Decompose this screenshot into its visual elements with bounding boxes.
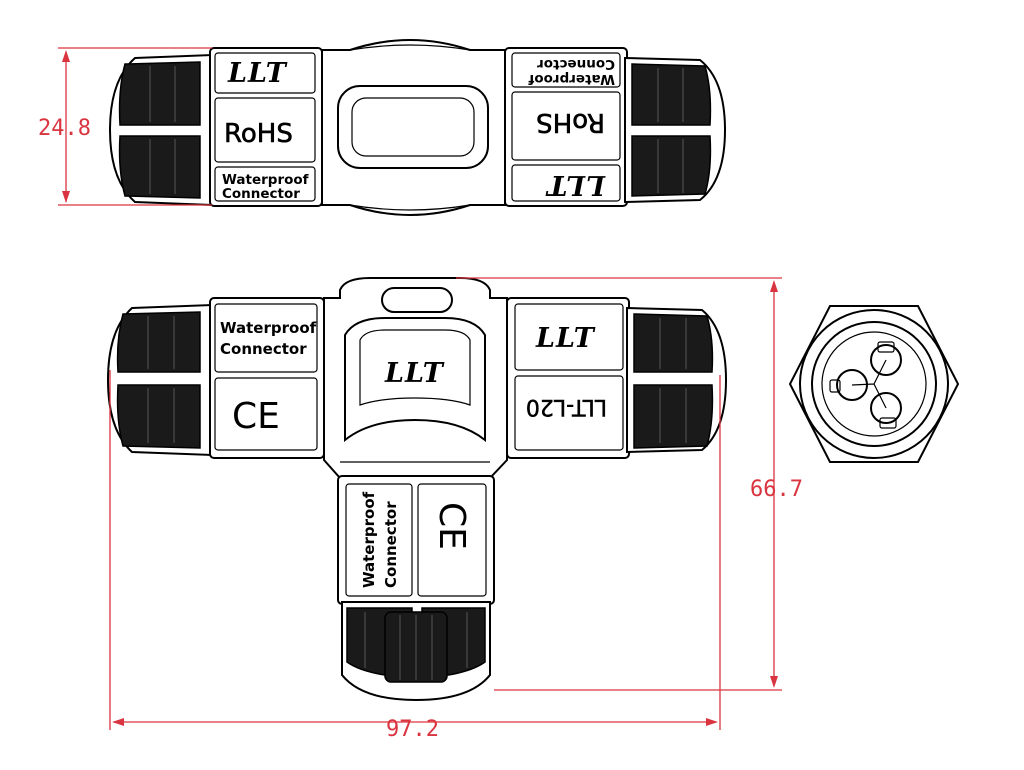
front-view: Waterproof Connector CE LLT LLT LLT-L20 xyxy=(106,277,728,702)
dimension-label-66-7: 66.7 xyxy=(750,477,803,502)
front-bottom-waterproof-label: Waterproof xyxy=(360,491,378,588)
front-right-model-label: LLT-L20 xyxy=(526,394,607,419)
dimension-width-total: 97.2 xyxy=(109,370,721,742)
top-right-rohs-label: RoHS xyxy=(536,107,605,137)
dimension-height-top: 24.8 xyxy=(38,47,212,206)
front-bottom-ce-mark: CE xyxy=(431,502,472,550)
top-right-connector-label: Connector xyxy=(537,56,615,72)
top-left-brand-logo: LLT xyxy=(227,58,288,89)
front-left-nut xyxy=(116,311,201,449)
top-left-connector-label: Connector xyxy=(222,186,300,202)
top-left-waterproof-label: Waterproof xyxy=(222,172,309,188)
top-left-rohs-label: RoHS xyxy=(224,119,293,149)
top-view: LLT RoHS Waterproof Connector Waterproof… xyxy=(108,39,727,216)
top-center-window xyxy=(337,85,489,169)
front-right-nut xyxy=(633,313,714,449)
end-view xyxy=(788,305,960,463)
dimension-label-24-8: 24.8 xyxy=(38,116,91,141)
top-right-nut xyxy=(631,63,712,197)
dimension-height-total: 66.7 xyxy=(456,277,803,691)
front-right-brand-logo: LLT xyxy=(535,323,596,354)
end-view-contacts xyxy=(829,341,902,429)
front-top-latch xyxy=(381,287,453,313)
top-right-waterproof-label: Waterproof xyxy=(528,71,615,87)
dimension-label-97-2: 97.2 xyxy=(386,717,439,742)
top-right-brand-logo: LLT xyxy=(545,169,606,200)
front-right-housing xyxy=(506,297,630,459)
front-center-shield xyxy=(344,317,486,443)
front-left-connector-label: Connector xyxy=(220,340,307,358)
front-left-waterproof-label: Waterproof xyxy=(220,319,317,337)
front-bottom-nut xyxy=(346,607,486,683)
front-center-brand-logo: LLT xyxy=(384,358,445,389)
top-left-nut xyxy=(118,61,201,199)
front-left-ce-mark: CE xyxy=(232,396,280,437)
front-bottom-connector-label: Connector xyxy=(382,501,400,588)
